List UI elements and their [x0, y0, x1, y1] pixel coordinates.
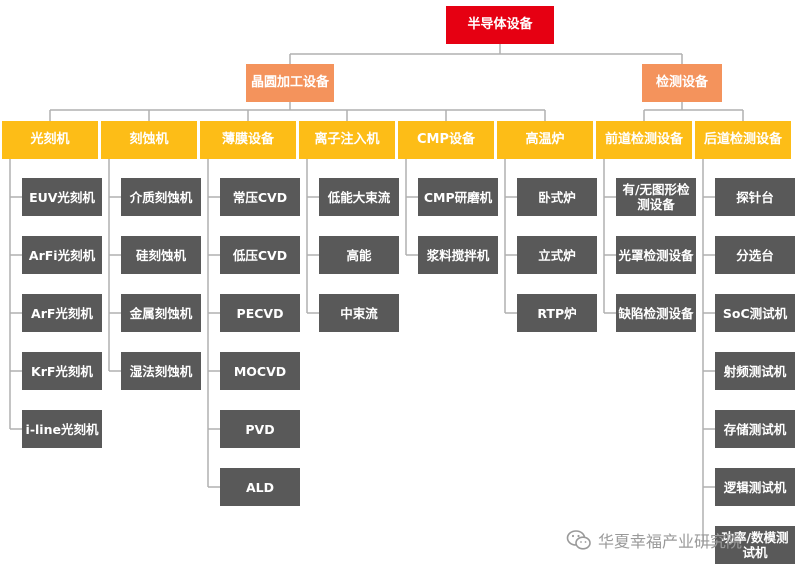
leaf-item[interactable]: EUV光刻机	[22, 178, 102, 216]
leaf-item[interactable]: i-line光刻机	[22, 410, 102, 448]
leaf-item[interactable]: SoC测试机	[715, 294, 795, 332]
mid-node-inspection[interactable]: 检测设备	[642, 64, 722, 102]
leaf-item[interactable]: ArFi光刻机	[22, 236, 102, 274]
leaf-item[interactable]: 常压CVD	[220, 178, 300, 216]
leaf-item[interactable]: ALD	[220, 468, 300, 506]
root-node[interactable]: 半导体设备	[446, 6, 554, 44]
leaf-item[interactable]: 浆料搅拌机	[418, 236, 498, 274]
leaf-item[interactable]: 存储测试机	[715, 410, 795, 448]
leaf-item[interactable]: ArF光刻机	[22, 294, 102, 332]
category-2[interactable]: 薄膜设备	[200, 121, 296, 159]
leaf-item[interactable]: 探针台	[715, 178, 795, 216]
leaf-item[interactable]: 立式炉	[517, 236, 597, 274]
leaf-item[interactable]: MOCVD	[220, 352, 300, 390]
leaf-item[interactable]: PVD	[220, 410, 300, 448]
wechat-icon	[566, 530, 591, 550]
category-3[interactable]: 离子注入机	[299, 121, 395, 159]
category-5[interactable]: 高温炉	[497, 121, 593, 159]
watermark-text: 华夏幸福产业研究院	[598, 532, 743, 551]
leaf-item[interactable]: 射频测试机	[715, 352, 795, 390]
leaf-item[interactable]: 有/无图形检测设备	[616, 178, 696, 216]
leaf-item[interactable]: 卧式炉	[517, 178, 597, 216]
leaf-item[interactable]: PECVD	[220, 294, 300, 332]
category-0[interactable]: 光刻机	[2, 121, 98, 159]
category-6[interactable]: 前道检测设备	[596, 121, 692, 159]
category-1[interactable]: 刻蚀机	[101, 121, 197, 159]
leaf-item[interactable]: KrF光刻机	[22, 352, 102, 390]
leaf-item[interactable]: 介质刻蚀机	[121, 178, 201, 216]
leaf-item[interactable]: 逻辑测试机	[715, 468, 795, 506]
leaf-item[interactable]: 金属刻蚀机	[121, 294, 201, 332]
leaf-item[interactable]: 中束流	[319, 294, 399, 332]
leaf-item[interactable]: 分选台	[715, 236, 795, 274]
leaf-item[interactable]: 硅刻蚀机	[121, 236, 201, 274]
leaf-item[interactable]: 低压CVD	[220, 236, 300, 274]
category-4[interactable]: CMP设备	[398, 121, 494, 159]
leaf-item[interactable]: 湿法刻蚀机	[121, 352, 201, 390]
leaf-item[interactable]: 缺陷检测设备	[616, 294, 696, 332]
leaf-item[interactable]: 光罩检测设备	[616, 236, 696, 274]
mid-node-wafer-processing[interactable]: 晶圆加工设备	[246, 64, 334, 102]
category-7[interactable]: 后道检测设备	[695, 121, 791, 159]
leaf-item[interactable]: RTP炉	[517, 294, 597, 332]
leaf-item[interactable]: 低能大束流	[319, 178, 399, 216]
leaf-item[interactable]: 功率/数模测试机	[715, 526, 795, 564]
leaf-item[interactable]: 高能	[319, 236, 399, 274]
leaf-item[interactable]: CMP研磨机	[418, 178, 498, 216]
watermark: 华夏幸福产业研究院	[566, 528, 742, 552]
